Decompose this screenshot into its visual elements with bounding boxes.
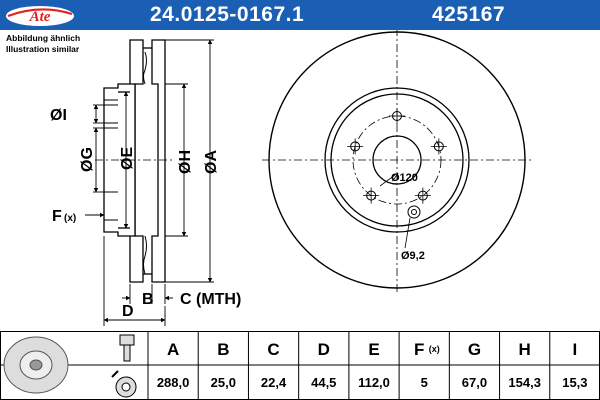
bolt-circle-label: Ø120: [391, 172, 418, 184]
table-value-F: 5: [421, 375, 428, 390]
dim-label-I: ØI: [50, 107, 67, 124]
bolt-hole: [430, 138, 447, 155]
bolt-hole: [363, 187, 380, 204]
front-view: [262, 30, 532, 292]
table-value-E: 112,0: [358, 375, 390, 390]
side-dimensions: [85, 39, 214, 326]
bolt-icon: [119, 334, 135, 362]
table-header-D: D: [318, 340, 330, 359]
locating-hole: [407, 205, 421, 219]
header-bar: Ate 24.0125-0167.1 425167: [0, 0, 600, 30]
note-german: Abbildung ähnlich: [6, 33, 81, 43]
dim-label-F-sub: (x): [64, 213, 76, 224]
table-header-H: H: [519, 340, 531, 359]
table-columns: A 288,0 B 25,0 C 22,4 D 44,5 E 112,0 F (x) 5 G 67,0 H 15…: [147, 331, 588, 400]
bolt-hole: [414, 187, 431, 204]
table-value-I: 15,3: [562, 375, 587, 390]
hole-leader: [404, 217, 411, 249]
note-english: Illustration similar: [6, 44, 80, 54]
dim-label-A: ØA: [203, 150, 220, 174]
table-value-H: 154,3: [508, 375, 541, 390]
bolt-holes: [347, 108, 447, 204]
bolt-circle-leader: [379, 174, 396, 187]
dim-label-D: D: [122, 303, 134, 320]
table-header-A: A: [167, 340, 179, 359]
table-value-D: 44,5: [311, 375, 336, 390]
bolt-hole: [389, 108, 405, 124]
table-header-G: G: [468, 340, 481, 359]
hole-label: Ø9,2: [401, 250, 425, 262]
dim-label-F: F: [52, 208, 62, 225]
spec-table: A 288,0 B 25,0 C 22,4 D 44,5 E 112,0 F (x) 5 G 67,0 H 15…: [0, 331, 600, 400]
dim-label-E: ØE: [119, 147, 136, 170]
table-header-C: C: [267, 340, 279, 359]
dim-label-H: ØH: [177, 150, 194, 174]
table-value-G: 67,0: [462, 375, 487, 390]
table-value-C: 22,4: [261, 375, 287, 390]
bolt-hole: [347, 138, 364, 155]
ate-logo: Ate: [6, 6, 74, 26]
table-header-F-sub: (x): [429, 344, 440, 354]
dim-label-B: B: [142, 291, 154, 308]
brand-text: Ate: [29, 9, 51, 25]
wheel-hub-icon: [111, 370, 137, 398]
table-header-E: E: [368, 340, 379, 359]
table-header-I: I: [573, 340, 578, 359]
dim-label-C: C (MTH): [180, 291, 241, 308]
table-value-A: 288,0: [157, 375, 190, 390]
table-header-B: B: [217, 340, 229, 359]
table-header-F: F: [414, 340, 424, 359]
article-number: 425167: [432, 3, 506, 26]
part-number: 24.0125-0167.1: [150, 3, 305, 26]
thumbnail-disc-icon: [3, 336, 69, 394]
dim-label-G: ØG: [79, 147, 96, 172]
technical-drawing: ØI ØG ØE ØH ØA F (x) B C (MTH) D Ø120 Ø9…: [50, 30, 532, 326]
table-value-B: 25,0: [211, 375, 236, 390]
